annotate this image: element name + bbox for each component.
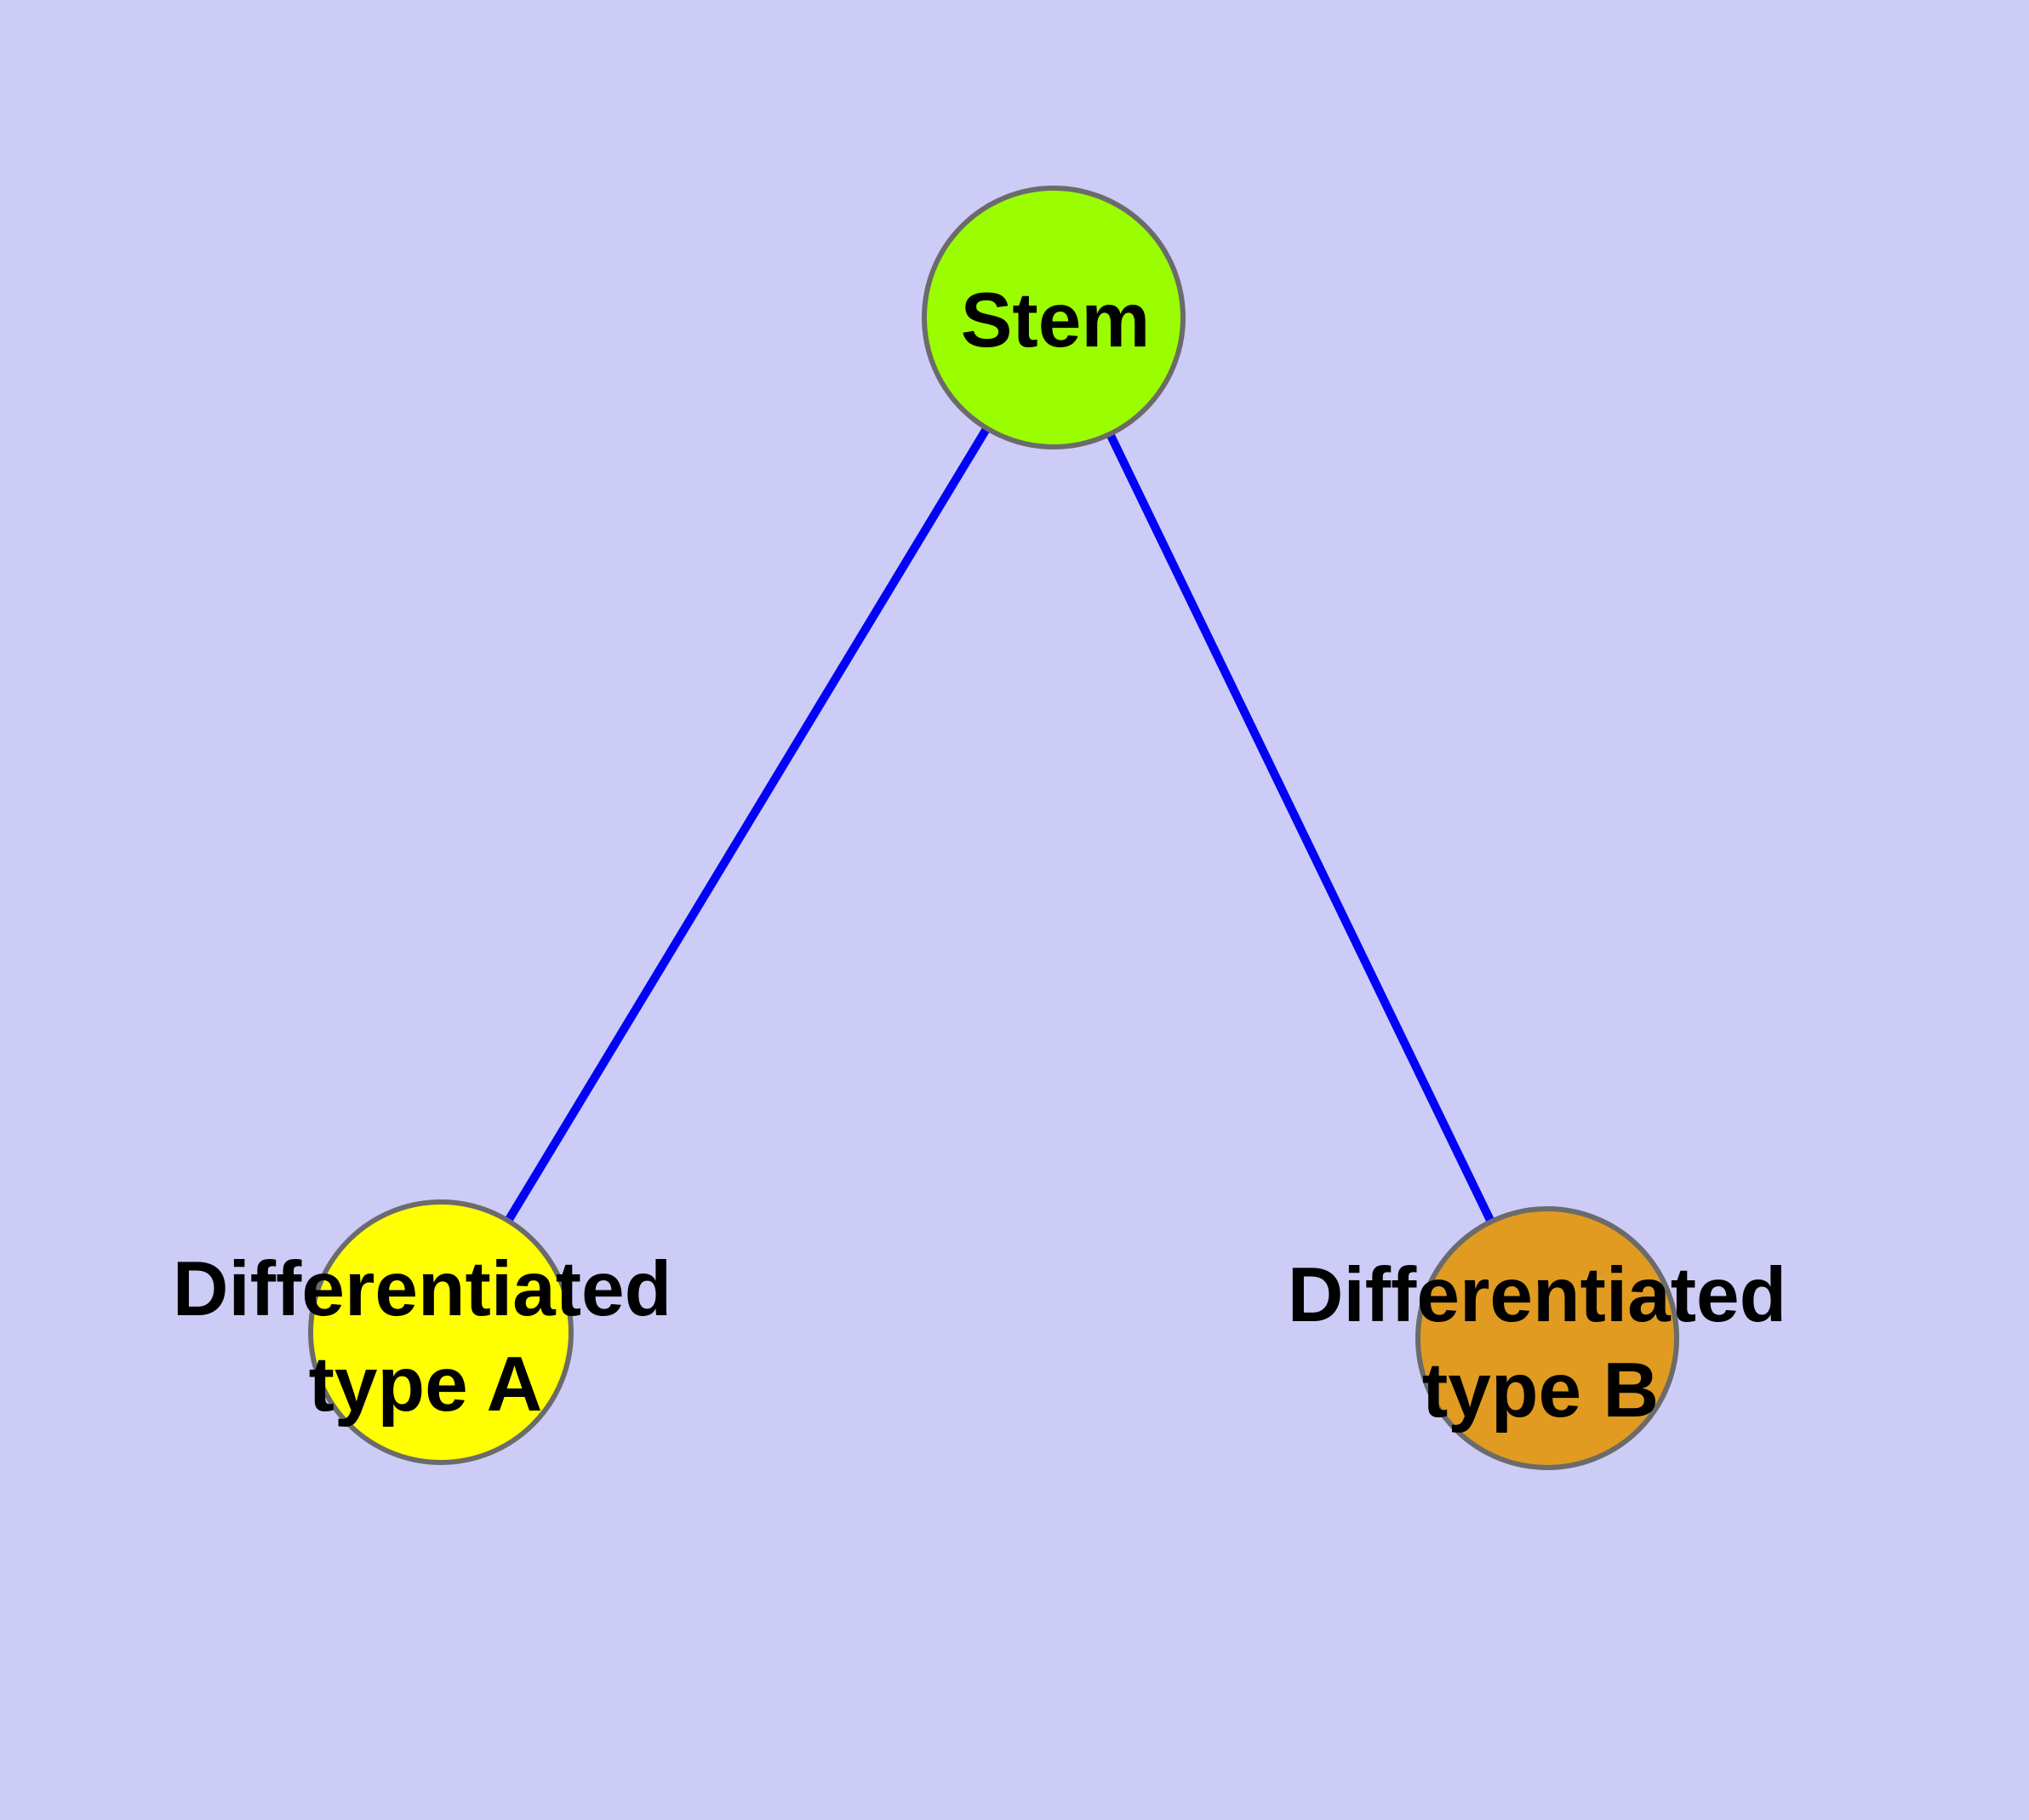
- edge-layer: [437, 315, 1552, 1341]
- node-type-b-circle: [1415, 1206, 1679, 1470]
- node-stem-label: Stem: [961, 278, 1151, 363]
- edge-stem-to-type-a: [437, 315, 1058, 1335]
- node-type-b-label-line-1: Differentiated: [1288, 1252, 1787, 1338]
- node-type-a-circle: [308, 1199, 574, 1465]
- node-stem-circle: [922, 186, 1186, 449]
- node-type-a-label-line-1: Differentiated: [173, 1246, 672, 1332]
- node-type-a-label-line-2: type A: [309, 1342, 543, 1428]
- node-layer: [308, 186, 1679, 1470]
- label-layer: Stem Differentiated type A Differentiate…: [173, 278, 1787, 1434]
- node-type-b-label-line-2: type B: [1422, 1348, 1659, 1434]
- edge-stem-to-type-b: [1049, 315, 1552, 1341]
